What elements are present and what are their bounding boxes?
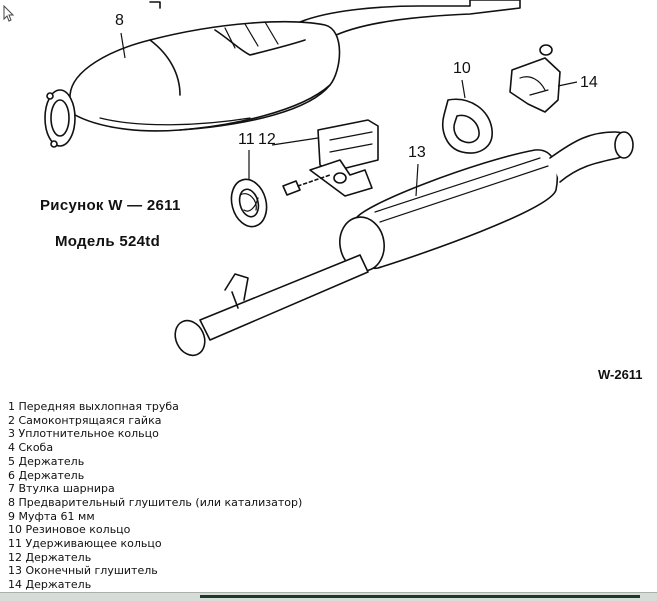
horizontal-scrollbar[interactable] xyxy=(0,592,657,601)
callout-10: 10 xyxy=(453,60,471,77)
legend-item: 1 Передняя выхлопная труба xyxy=(8,400,179,413)
callout-8: 8 xyxy=(115,12,124,29)
parts-legend: 1 Передняя выхлопная труба 2 Самоконтрящ… xyxy=(8,400,302,592)
legend-item: 6 Держатель xyxy=(8,468,85,482)
legend-item: 12 Держатель xyxy=(8,550,92,564)
holder-bracket xyxy=(317,119,379,173)
legend-item: 4 Скоба xyxy=(8,441,54,455)
legend-item: 10 Резиновое кольцо xyxy=(8,523,131,537)
callout-12: 12 xyxy=(258,131,276,148)
callout-11: 11 xyxy=(238,131,255,148)
legend-item: 2 Самоконтрящаяся гайка xyxy=(8,413,162,427)
pre-muffler xyxy=(69,20,341,132)
holder-14 xyxy=(509,57,561,113)
legend-item: 5 Держатель xyxy=(8,454,85,468)
callout-13: 13 xyxy=(408,144,426,161)
legend-item: 9 Муфта 61 мм xyxy=(8,509,95,523)
mouse-cursor-icon xyxy=(3,5,15,22)
legend-item: 11 Удерживающее кольцо xyxy=(8,537,162,551)
figure-caption: Рисунок W — 2611 xyxy=(40,197,181,214)
diagram-drawing xyxy=(44,0,634,357)
figure-model: Модель 524td xyxy=(55,233,161,250)
rear-inlet-pipe xyxy=(199,254,369,341)
legend-item: 7 Втулка шарнира xyxy=(8,482,115,496)
exhaust-system-diagram: 8 10 14 11 12 13 Рисунок W — 2611 Модель… xyxy=(40,0,643,382)
upper-pipe xyxy=(299,0,521,39)
callout-14: 14 xyxy=(580,74,598,91)
legend-item: 8 Предварительный глушитель (или катализ… xyxy=(8,495,303,509)
bolt xyxy=(282,180,301,196)
legend-item: 3 Уплотнительное кольцо xyxy=(8,427,159,441)
scrollbar-thumb[interactable] xyxy=(200,595,640,598)
figure-ref-code: W-2611 xyxy=(598,367,643,382)
legend-item: 13 Оконечный глушитель xyxy=(8,564,158,578)
legend-item: 14 Держатель xyxy=(8,578,92,592)
